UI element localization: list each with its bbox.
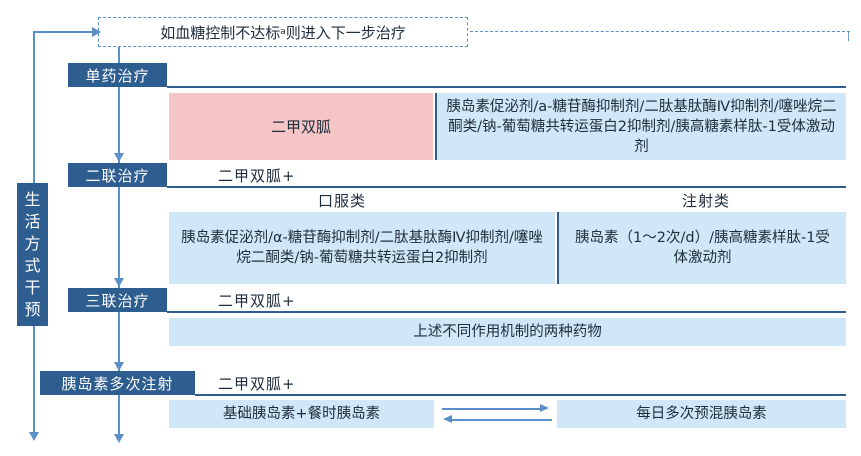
inner-flow-line <box>118 47 120 437</box>
stage-dual-therapy-label: 二联治疗 <box>68 163 167 187</box>
side-char: 活 <box>24 211 41 231</box>
side-char: 预 <box>24 299 41 319</box>
dual-oral-options-box: 胰岛素促泌剂/α-糖苷酶抑制剂/二肽基肽酶Ⅳ抑制剂/噻唑烷二酮类/钠-葡萄糖共转… <box>169 212 555 284</box>
triple-combination-box: 上述不同作用机制的两种药物 <box>169 318 846 346</box>
top-loop-line <box>33 31 93 33</box>
top-note-superscript: a <box>280 27 286 37</box>
dual-base-drug: 二甲双胍+ <box>218 167 296 185</box>
inner-flow-arrow-end <box>114 434 124 443</box>
triple-base-drug: 二甲双胍+ <box>218 292 296 310</box>
switch-arrow-left-head <box>443 415 452 423</box>
side-char: 生 <box>24 189 41 209</box>
stage4-rule <box>195 394 846 396</box>
arrow-to-stage2 <box>114 153 124 162</box>
basal-bolus-insulin-box: 基础胰岛素+餐时胰岛素 <box>169 400 434 428</box>
metformin-first-line-box: 二甲双胍 <box>169 93 433 160</box>
top-note-text-tail: 则进入下一步治疗 <box>285 23 406 42</box>
side-char: 方 <box>24 233 41 253</box>
dual-injection-options-box: 胰岛素（1～2次/d）/胰高糖素样肽-1受体激动剂 <box>557 212 846 284</box>
switch-arrow-left-line <box>452 419 552 421</box>
premixed-insulin-box: 每日多次预混胰岛素 <box>557 400 846 428</box>
stage-insulin-injection-label: 胰岛素多次注射 <box>40 371 195 395</box>
lifestyle-intervention-label: 生 活 方 式 干 预 <box>17 183 48 326</box>
stage1-rule <box>167 86 846 88</box>
stage3-rule <box>167 311 846 313</box>
side-char: 式 <box>24 255 41 275</box>
outer-flow-arrow <box>29 432 39 441</box>
arrow-to-stage3 <box>114 278 124 287</box>
top-note-text: 如血糖控制不达标 <box>160 23 281 42</box>
top-dashed-line <box>470 31 850 32</box>
arrow-to-stage4 <box>114 362 124 371</box>
top-dashed-right-drop <box>848 31 849 41</box>
stage-monotherapy-label: 单药治疗 <box>68 63 167 87</box>
injection-header: 注射类 <box>682 192 731 210</box>
top-loop-arrow <box>92 27 101 37</box>
switch-arrow-right-line <box>442 408 542 410</box>
side-char: 干 <box>24 277 41 297</box>
switch-arrow-right-head <box>540 404 549 412</box>
stage2-rule <box>167 186 846 188</box>
insulin-base-drug: 二甲双胍+ <box>218 375 296 393</box>
monotherapy-alternatives-box: 胰岛素促泌剂/a-糖苷酶抑制剂/二肽基肽酶Ⅳ抑制剂/噻唑烷二酮类/钠-葡萄糖共转… <box>435 93 846 160</box>
oral-header: 口服类 <box>318 192 367 210</box>
stage-triple-therapy-label: 三联治疗 <box>68 288 167 312</box>
